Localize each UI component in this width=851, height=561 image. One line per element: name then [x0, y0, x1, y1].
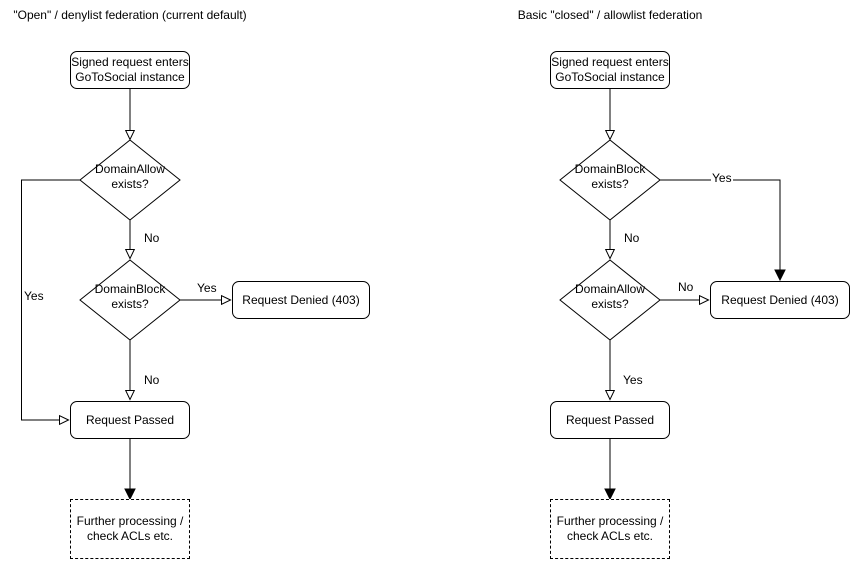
right-edge-label-yes: Yes [622, 373, 644, 387]
right-start-label-line2: GoToSocial instance [555, 70, 665, 84]
left-decision2-line1: DomainBlock [94, 282, 166, 296]
right-chart-connectors [559, 89, 786, 501]
left-arrowhead-open-right-icon [59, 414, 70, 426]
left-decision2-diamond [79, 259, 181, 341]
left-chart-title: "Open" / denylist federation (current de… [13, 8, 247, 22]
left-decision2-line2: exists? [111, 297, 149, 311]
left-start-label-line2: GoToSocial instance [75, 70, 185, 84]
left-start-label-line1: Signed request enters [71, 55, 189, 69]
right-further-line2: check ACLs etc. [566, 529, 654, 543]
right-arrowhead-open-down-icon [604, 130, 616, 141]
left-arrowhead-open-right-icon [221, 294, 232, 306]
left-edge-label-yes: Yes [23, 289, 45, 303]
left-chart-connectors [21, 89, 232, 501]
left-decision2-label: DomainBlock exists? [70, 267, 190, 327]
left-further-node: Further processing / check ACLs etc. [70, 499, 190, 559]
right-decision2-label: DomainAllow exists? [550, 267, 670, 327]
right-arrowhead-open-right-icon [699, 294, 710, 306]
right-chart-title: Basic "closed" / allowlist federation [517, 8, 703, 22]
right-edge-label-no: No [623, 231, 641, 245]
right-arrowhead-open-down-icon [604, 249, 616, 260]
right-arrowhead-open-down-icon [604, 390, 616, 401]
right-arrowhead-solid-down-icon [604, 488, 616, 501]
left-decision1-line2: exists? [111, 177, 149, 191]
left-passed-node: Request Passed [70, 401, 190, 439]
left-edge-label-no: No [143, 373, 161, 387]
right-decision2-diamond [559, 259, 661, 341]
left-further-line2: check ACLs etc. [86, 529, 174, 543]
right-passed-node: Request Passed [550, 401, 670, 439]
left-edge-decision1-to-passed [21, 179, 80, 421]
right-edge-label-no: No [677, 280, 695, 294]
left-decision1-line1: DomainAllow [94, 162, 166, 176]
left-arrowhead-solid-down-icon [124, 488, 136, 501]
right-decision1-line1: DomainBlock [574, 162, 646, 176]
left-passed-label: Request Passed [85, 412, 175, 427]
left-edge-label-no: No [143, 231, 161, 245]
right-start-node: Signed request enters GoToSocial instanc… [550, 51, 670, 89]
left-edge-label-yes: Yes [196, 281, 218, 295]
left-arrowhead-open-down-icon [124, 249, 136, 260]
right-denied-label: Request Denied (403) [721, 292, 839, 307]
right-decision2-line1: DomainAllow [574, 282, 646, 296]
left-arrowhead-open-down-icon [124, 390, 136, 401]
left-denied-label: Request Denied (403) [242, 292, 360, 307]
right-decision2-line2: exists? [591, 297, 629, 311]
left-start-node: Signed request enters GoToSocial instanc… [70, 51, 190, 89]
right-further-node: Further processing / check ACLs etc. [550, 499, 670, 559]
right-arrowhead-solid-down-icon [774, 269, 786, 282]
left-denied-node: Request Denied (403) [232, 281, 370, 319]
right-decision1-diamond [559, 139, 661, 221]
left-further-line1: Further processing / [76, 514, 184, 528]
left-arrowhead-open-down-icon [124, 130, 136, 141]
left-decision1-label: DomainAllow exists? [70, 147, 190, 207]
right-edge-label-yes: Yes [711, 171, 733, 185]
right-passed-label: Request Passed [565, 412, 655, 427]
right-denied-node: Request Denied (403) [710, 281, 850, 319]
right-decision1-label: DomainBlock exists? [550, 147, 670, 207]
right-start-label-line1: Signed request enters [551, 55, 669, 69]
left-decision1-diamond [79, 139, 181, 221]
right-decision1-line2: exists? [591, 177, 629, 191]
right-further-line1: Further processing / [556, 514, 664, 528]
right-edge-decision1-to-denied [660, 179, 781, 270]
